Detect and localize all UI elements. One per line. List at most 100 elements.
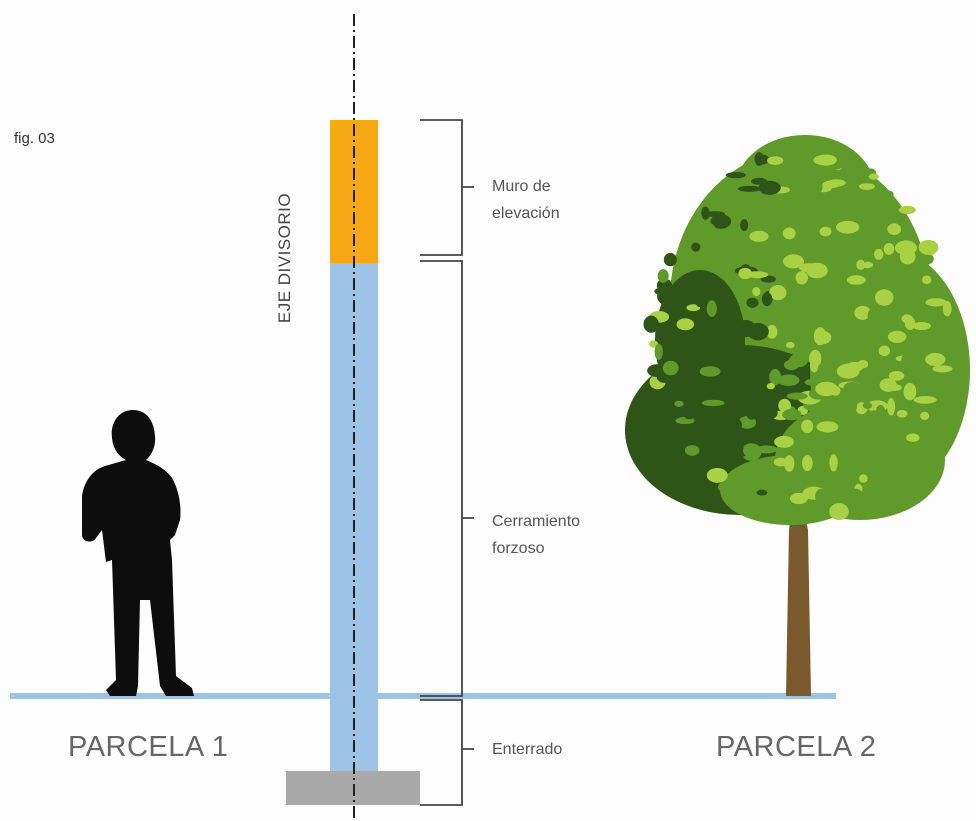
leaf-cluster xyxy=(898,205,916,215)
leaf-cluster xyxy=(853,248,871,264)
label-cerramiento-line1: Cerramiento xyxy=(492,513,581,530)
leaf-cluster xyxy=(918,239,939,255)
leaf-cluster xyxy=(719,304,736,318)
leaf-cluster xyxy=(706,300,717,317)
leaf-cluster xyxy=(860,436,873,445)
leaf-cluster xyxy=(719,377,738,392)
leaf-cluster xyxy=(813,154,835,166)
leaf-cluster xyxy=(780,374,800,386)
leaf-cluster xyxy=(788,302,798,317)
leaf-cluster xyxy=(729,418,742,431)
leaf-cluster xyxy=(723,349,738,366)
leaf-cluster xyxy=(856,259,866,271)
dimension-brackets xyxy=(420,119,474,806)
tree-trunk xyxy=(786,500,811,696)
leaf-cluster xyxy=(887,397,896,416)
leaf-cluster xyxy=(764,266,780,275)
leaf-cluster xyxy=(902,337,926,354)
leaf-cluster xyxy=(867,410,882,423)
leaf-cluster xyxy=(740,219,749,232)
leaf-cluster xyxy=(858,183,875,190)
leaf-cluster xyxy=(843,381,863,394)
leaf-cluster xyxy=(923,373,934,385)
leaf-cluster xyxy=(835,246,852,255)
leaf-cluster xyxy=(867,307,880,326)
leaf-cluster xyxy=(901,351,921,370)
label-muro-elevacion-line1: Muro de xyxy=(492,178,551,195)
leaf-cluster xyxy=(738,267,752,280)
leaf-cluster xyxy=(883,243,895,255)
leaf-cluster xyxy=(874,289,894,306)
leaf-cluster xyxy=(905,433,920,442)
parcel-2-label: PARCELA 2 xyxy=(716,731,877,763)
leaf-cluster xyxy=(718,481,731,493)
leaf-cluster xyxy=(769,284,787,301)
leaf-cluster xyxy=(782,254,805,269)
leaf-cluster xyxy=(799,263,820,273)
leaf-cluster xyxy=(878,345,891,357)
leaf-cluster xyxy=(774,435,794,448)
leaf-cluster xyxy=(873,189,894,199)
leaf-cluster xyxy=(782,408,802,421)
leaf-cluster xyxy=(829,454,838,472)
leaf-cluster xyxy=(904,316,916,330)
leaf-cluster xyxy=(819,226,832,237)
leaf-cluster xyxy=(778,398,791,413)
label-cerramiento-line2: forzoso xyxy=(492,540,545,557)
leaf-cluster xyxy=(888,370,905,381)
leaf-cluster xyxy=(752,287,761,297)
leaf-cluster xyxy=(920,411,930,421)
leaf-cluster xyxy=(654,343,663,360)
leaf-cluster xyxy=(762,503,787,519)
leaf-cluster xyxy=(685,432,699,444)
leaf-cluster xyxy=(761,292,773,307)
leaf-cluster xyxy=(694,291,704,307)
leaf-cluster xyxy=(785,341,795,349)
leaf-cluster xyxy=(686,278,702,295)
leaf-cluster xyxy=(815,488,827,504)
figure-label: fig. 03 xyxy=(14,130,55,147)
foliage-mass xyxy=(720,455,860,525)
leaf-cluster xyxy=(737,185,762,192)
leaf-cluster xyxy=(873,248,884,260)
leaf-cluster xyxy=(803,475,827,486)
leaf-cluster xyxy=(814,330,832,345)
leaf-cluster xyxy=(743,444,752,456)
leaf-cluster xyxy=(844,397,858,415)
leaf-cluster xyxy=(933,384,944,397)
leaf-cluster xyxy=(657,411,680,418)
leaf-cluster xyxy=(657,269,669,283)
leaf-cluster xyxy=(862,402,873,409)
leaf-cluster xyxy=(912,322,931,331)
leaf-cluster xyxy=(786,195,805,207)
leaf-cluster xyxy=(767,156,784,165)
leaf-cluster xyxy=(877,421,893,440)
leaf-cluster xyxy=(837,476,854,485)
leaf-cluster xyxy=(760,275,776,283)
leaf-cluster xyxy=(903,382,917,401)
leaf-cluster xyxy=(823,211,843,219)
leaf-cluster xyxy=(896,409,908,418)
leaf-cluster xyxy=(846,275,866,285)
leaf-cluster xyxy=(788,353,808,368)
leaf-cluster xyxy=(925,352,946,367)
leaf-cluster xyxy=(789,492,808,505)
leaf-cluster xyxy=(815,381,838,397)
leaf-cluster xyxy=(899,248,916,265)
dividing-axis-label: EJE DIVISORIO xyxy=(275,192,294,324)
leaf-cluster xyxy=(881,274,898,282)
leaf-cluster xyxy=(884,383,902,392)
leaf-cluster xyxy=(674,400,684,407)
leaf-cluster xyxy=(860,457,883,467)
leaf-cluster xyxy=(725,171,746,179)
leaf-cluster xyxy=(925,298,947,307)
leaf-cluster xyxy=(859,229,877,248)
leaf-cluster xyxy=(913,395,937,404)
leaf-cluster xyxy=(845,284,866,296)
leaf-cluster xyxy=(798,325,810,338)
leaf-cluster xyxy=(942,300,952,317)
leaf-cluster xyxy=(725,445,748,459)
leaf-cluster xyxy=(692,221,715,235)
leaf-cluster xyxy=(859,474,868,483)
